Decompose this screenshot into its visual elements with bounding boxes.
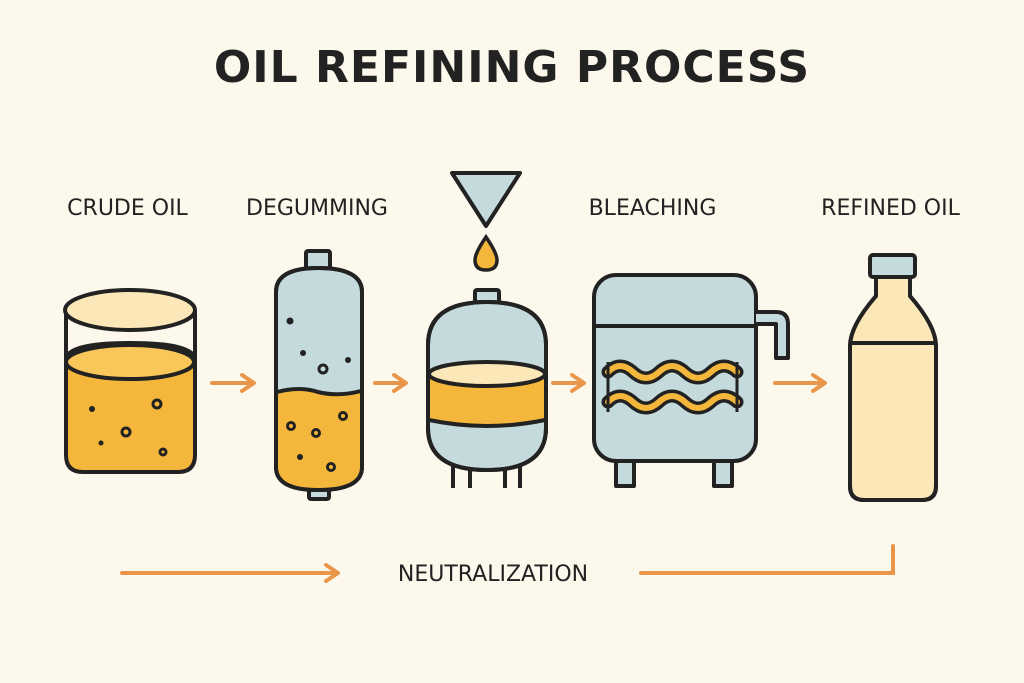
label-neutralization: NEUTRALIZATION xyxy=(397,562,589,587)
funnel-icon xyxy=(450,171,522,228)
label-bleaching: BLEACHING xyxy=(588,196,717,221)
beaker-icon xyxy=(63,288,197,474)
label-refined-oil: REFINED OIL xyxy=(821,196,960,221)
flow-arrows xyxy=(120,373,895,583)
oil-drop-icon xyxy=(473,233,499,272)
tank-icon xyxy=(274,249,364,501)
heater-icon xyxy=(592,273,790,488)
arrow-neutralization-right xyxy=(639,544,895,575)
settling-vessel-icon xyxy=(426,288,548,488)
diagram-title: OIL REFINING PROCESS xyxy=(213,42,811,93)
label-crude-oil: CRUDE OIL xyxy=(67,196,188,221)
label-degumming: DEGUMMING xyxy=(246,196,388,221)
bottle-icon xyxy=(848,253,938,502)
